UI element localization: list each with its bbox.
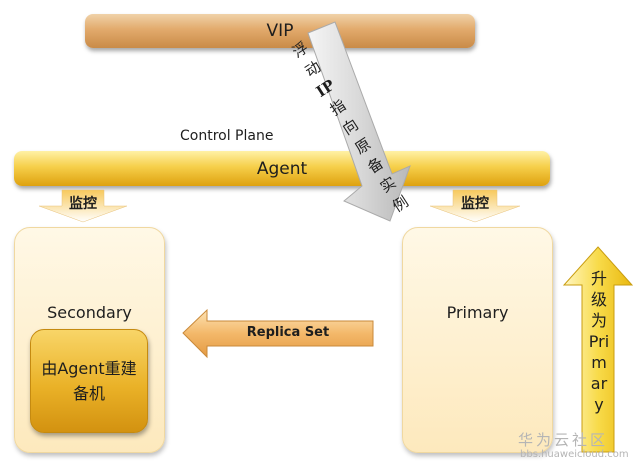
floating-ip-arrow — [307, 21, 411, 222]
upgrade-char: Pri — [588, 332, 610, 351]
upgrade-char: 级 — [590, 290, 607, 309]
rebuild-standby-box: 由Agent重建备机 — [30, 329, 148, 433]
watermark-cn: 华为云社区 — [518, 431, 609, 449]
monitor-left-arrow — [38, 189, 128, 223]
agent-bar: Agent — [14, 151, 550, 186]
rebuild-standby-text: 由Agent重建备机 — [41, 359, 137, 403]
upgrade-char: y — [594, 395, 604, 414]
monitor-right-arrow — [429, 189, 521, 223]
upgrade-char: ar — [590, 374, 608, 393]
upgrade-char: 为 — [590, 311, 607, 330]
watermark-en: bbs.huaweicloud.com — [520, 449, 629, 460]
monitor-right-label: 监控 — [461, 196, 489, 212]
upgrade-char: 升 — [590, 269, 607, 288]
replica-set-arrow — [182, 308, 374, 359]
upgrade-char: m — [591, 353, 607, 372]
agent-label: Agent — [256, 158, 308, 179]
secondary-title: Secondary — [47, 303, 132, 322]
replica-set-label: Replica Set — [246, 325, 330, 340]
vip-bar: VIP — [85, 14, 475, 48]
upgrade-to-primary-arrow — [562, 246, 634, 453]
vip-label: VIP — [266, 21, 294, 41]
primary-title: Primary — [446, 303, 509, 322]
control-plane-label: Control Plane — [180, 128, 274, 144]
monitor-left-label: 监控 — [69, 196, 97, 212]
upgrade-to-primary-text: 升 级 为 Pri m ar y — [584, 268, 614, 415]
primary-panel: Primary — [402, 227, 553, 453]
